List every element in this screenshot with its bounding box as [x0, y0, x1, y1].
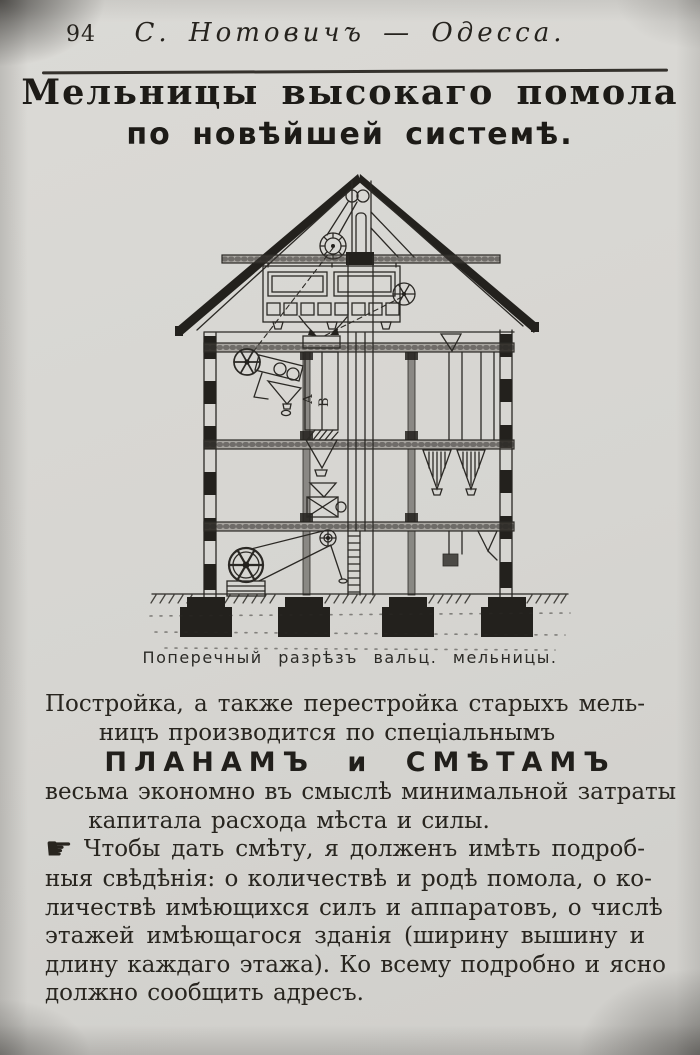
body-line: капитала расхода мѣста и силы. — [88, 807, 490, 834]
body-line: этажей имѣющагося зданія (ширину вышину … — [45, 923, 645, 949]
bins-and-cones — [422, 333, 495, 496]
body-line: весьма экономно въ смыслѣ минимальной за… — [45, 779, 677, 805]
small-grinder — [306, 482, 347, 518]
body-line: должно сообщить адресъ. — [45, 980, 364, 1006]
drive-wheel — [226, 529, 348, 597]
plansifter-machine — [249, 247, 416, 357]
body-line: личествѣ имѣющихся силъ и аппаратовъ, о … — [45, 894, 663, 921]
body-line: Постройка, а также перестройка старыхъ м… — [45, 691, 645, 717]
floor-beams — [203, 342, 515, 532]
mill-cross-section-figure: А В — [149, 174, 571, 651]
page-header: 94 С. Нотовичъ — Одесса. — [0, 18, 700, 75]
running-head: С. Нотовичъ — Одесса. — [134, 18, 566, 48]
columns — [300, 351, 418, 596]
page-title-line2: по новѣйшей системѣ. — [126, 117, 574, 152]
left-wall — [203, 332, 217, 598]
body-line: ☛ Чтобы дать смѣту, я долженъ имѣть подр… — [45, 831, 646, 867]
body-line-text: Чтобы дать смѣту, я долженъ имѣть подроб… — [83, 836, 646, 862]
flow-arrows — [298, 315, 348, 336]
body-text: Постройка, а также перестройка старыхъ м… — [45, 690, 677, 1008]
roller-mill — [233, 348, 304, 417]
figure-caption: Поперечный разрѣзъ вальц. мельницы. — [142, 648, 558, 667]
plans-and-estimates-emphasis: ПЛАНАМЪ и СМѢТАМЪ — [104, 747, 616, 778]
ground-and-foundations — [149, 593, 571, 651]
chute-label-a: А — [301, 394, 316, 404]
body-line: ницъ производится по спеціальнымъ — [98, 719, 556, 746]
body-line: длину каждаго этажа). Ко всему подробно … — [45, 951, 666, 978]
body-line: ныя свѣдѣнія: о количествѣ и родѣ помола… — [45, 866, 652, 892]
right-wall — [499, 329, 513, 598]
elevator-head — [221, 180, 501, 265]
page-title-line1: Мельницы высокаго помола — [21, 72, 679, 113]
manicule-icon: ☛ — [45, 831, 73, 867]
weight-and-chute — [442, 530, 499, 567]
chute-label-b: В — [317, 397, 332, 407]
